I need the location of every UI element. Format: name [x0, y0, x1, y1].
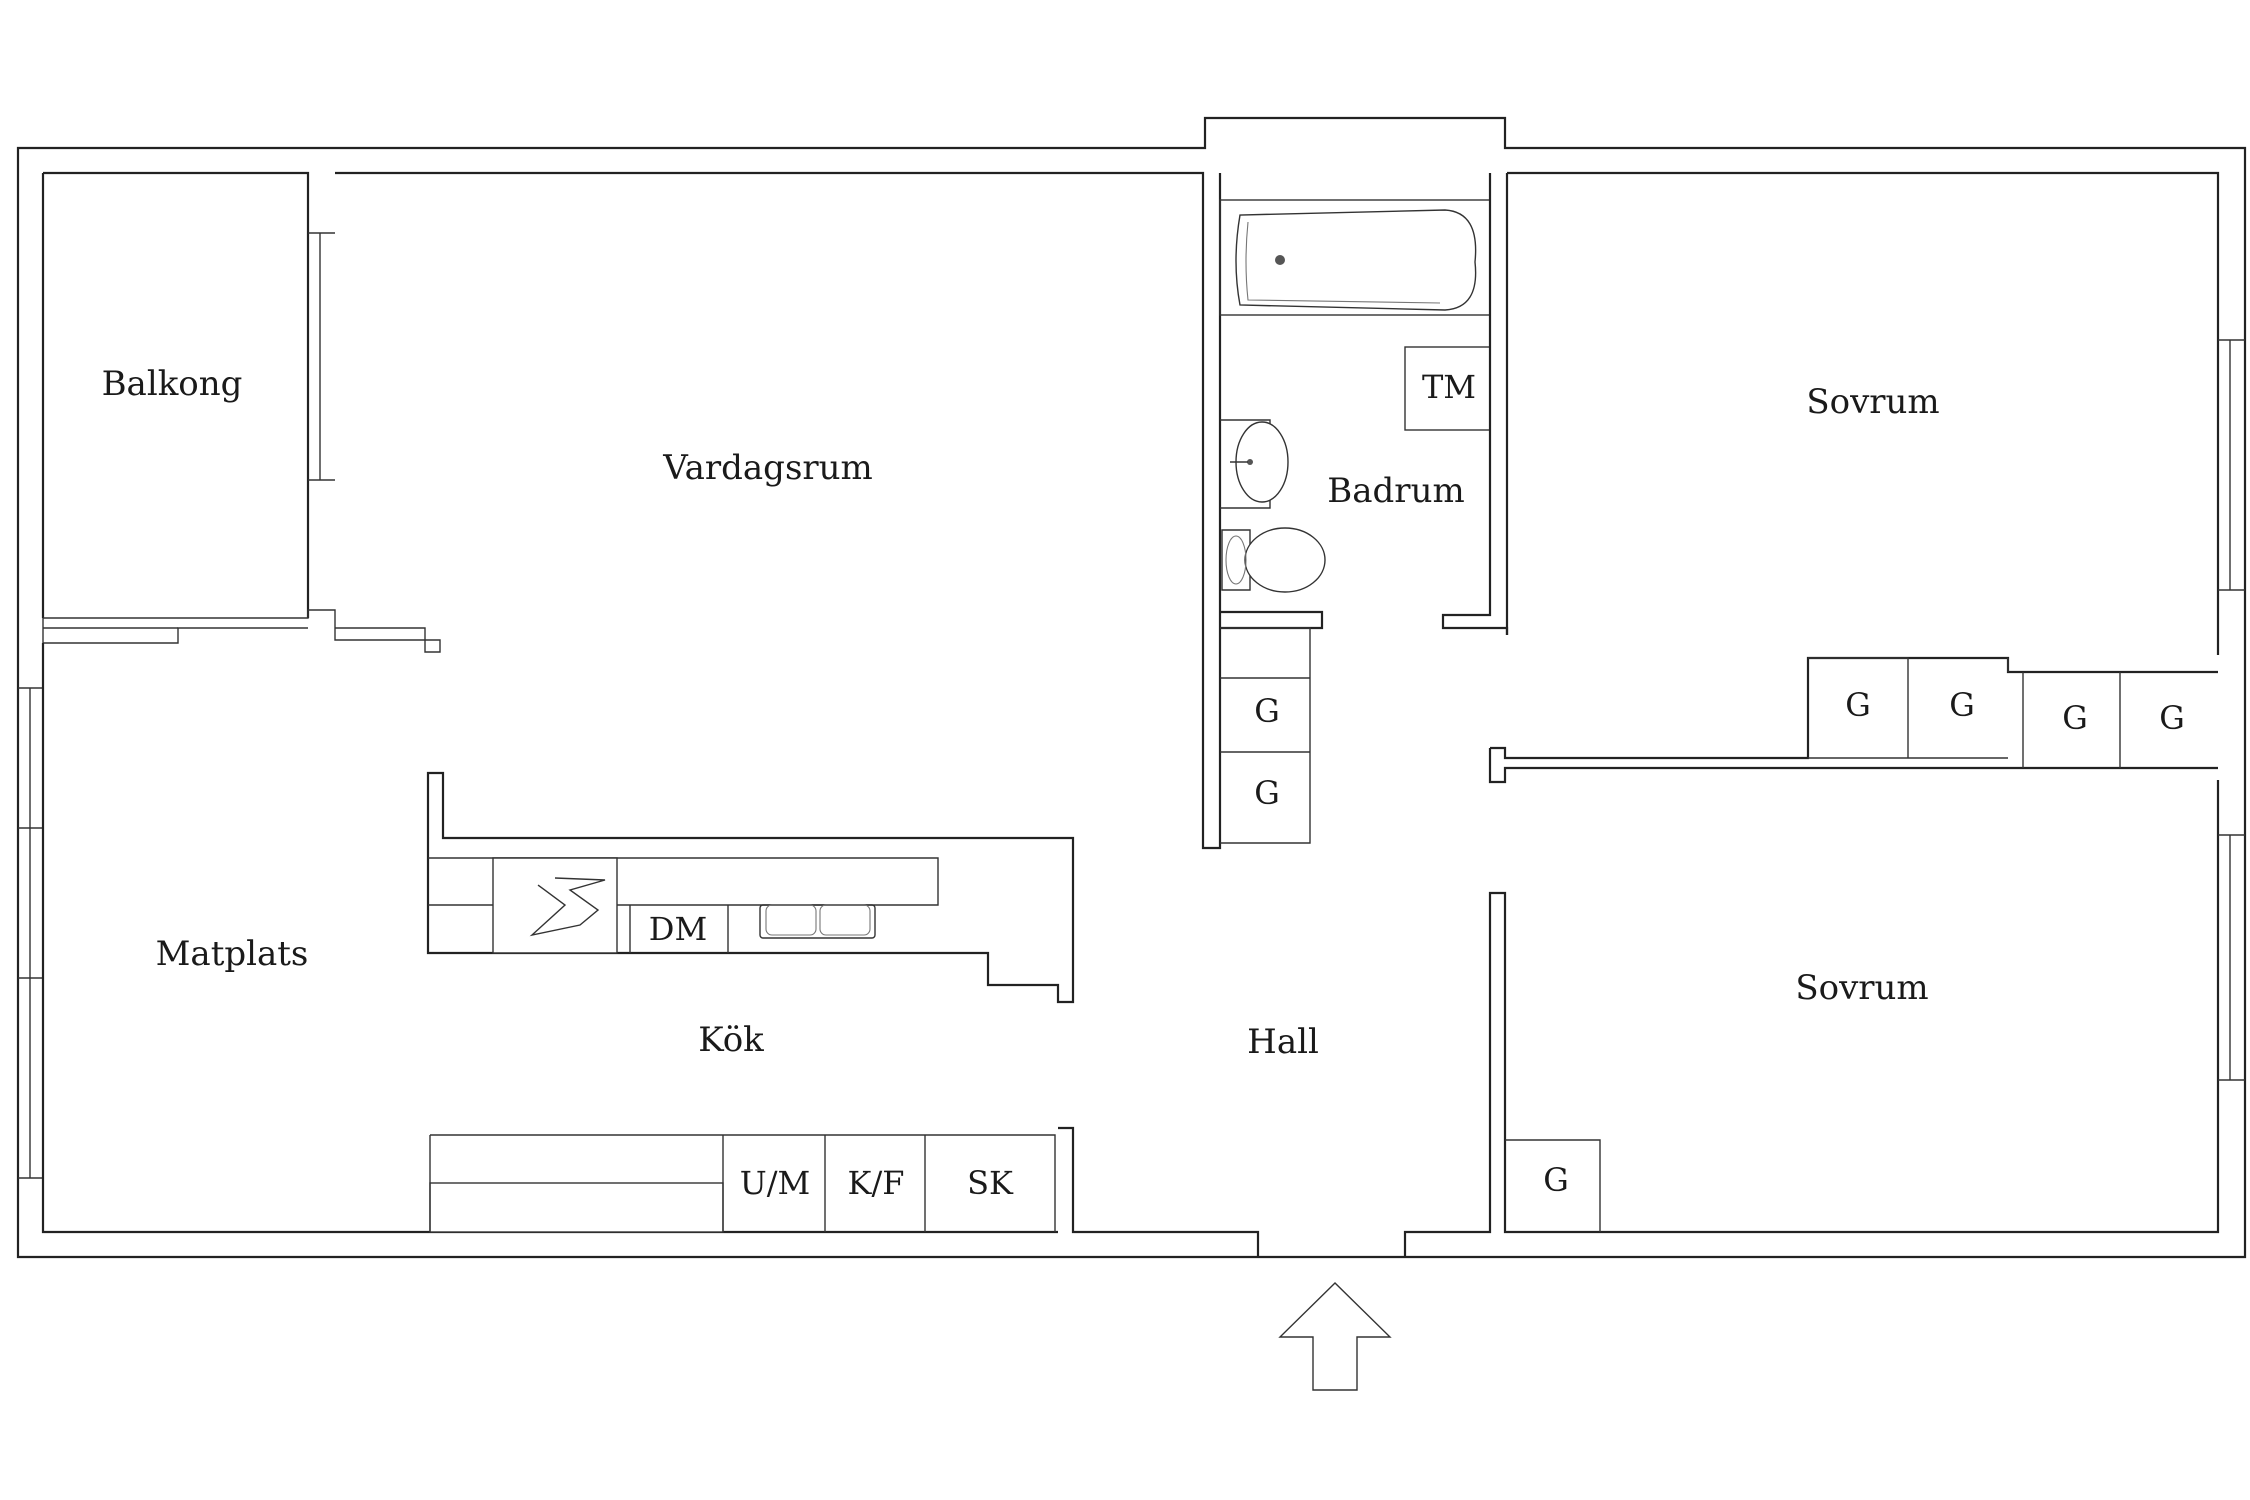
outer-walls — [16, 116, 2247, 1259]
fixture-label-sk: SK — [967, 1164, 1013, 1202]
fixture-label-g-hall-2: G — [1254, 774, 1280, 812]
fixture-label-g-bed2-3: G — [1543, 1161, 1569, 1199]
fixture-label-tm: TM — [1421, 368, 1477, 406]
fixture-label-dm: DM — [648, 910, 708, 948]
fixture-label-kf: K/F — [847, 1164, 905, 1202]
fixture-label-g-bed1-2: G — [1949, 686, 1975, 724]
fixture-label-g-bed2-2: G — [2159, 699, 2185, 737]
bedroom-partition — [1488, 656, 2218, 1232]
room-label-sovrum-top: Sovrum — [1806, 382, 1940, 422]
hall-wardrobes — [1220, 627, 1311, 844]
fixture-label-g-hall-1: G — [1254, 692, 1280, 730]
room-label-kok: Kök — [698, 1020, 764, 1060]
entrance-arrow-shape — [1278, 1282, 1392, 1391]
fixture-label-um: U/M — [739, 1164, 811, 1202]
kitchen-island — [426, 771, 1075, 1004]
right-windows — [2218, 339, 2245, 1081]
kitchen-counter — [429, 780, 2220, 1257]
room-label-sovrum-bottom: Sovrum — [1795, 968, 1929, 1008]
balcony-glazing — [42, 232, 441, 653]
room-label-matplats: Matplats — [155, 934, 309, 974]
bathroom — [1219, 173, 1509, 635]
room-label-badrum: Badrum — [1327, 471, 1465, 511]
room-label-hall: Hall — [1247, 1022, 1319, 1062]
room-label-vardagsrum: Vardagsrum — [663, 448, 873, 488]
room-label-balkong: Balkong — [101, 364, 243, 404]
fixture-label-g-bed2-1: G — [2062, 699, 2088, 737]
fixture-label-g-bed1-1: G — [1845, 686, 1871, 724]
